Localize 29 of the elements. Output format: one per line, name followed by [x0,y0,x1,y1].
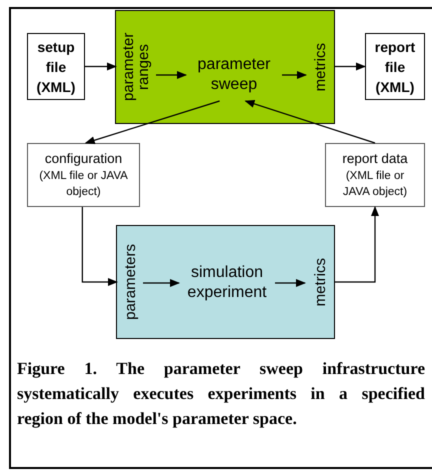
arrow [82,207,118,286]
node-title: report data [342,150,408,168]
arrow [85,62,117,70]
arrow [335,206,379,283]
port-label: metrics [306,17,334,117]
node-label: report file (XML) [374,38,416,96]
arrow [156,71,187,79]
arrow [282,71,307,79]
process-box [116,225,335,339]
arrow [275,279,306,287]
file-box [365,33,425,100]
data-box [27,143,140,207]
process-label: simulation experiment [179,263,275,303]
arrow [334,62,366,70]
node-title: configuration [44,150,122,168]
node-subtitle: (XML file or JAVA object) [38,169,129,200]
node-subtitle: (XML file or JAVA object) [342,169,408,200]
data-box [325,143,425,207]
process-box [115,10,335,124]
arrow [244,100,376,144]
port-label: parameters [117,232,143,332]
arrow [84,100,220,144]
arrow [143,279,180,287]
figure-caption: Figure 1. The parameter sweep infrastructure systematically executes experiments in a specified region of the model's parameter space. [17,358,425,430]
port-label: metrics [305,232,335,332]
process-label: parameter sweep [186,53,282,97]
port-label: parameter ranges [116,17,156,117]
node-label: setup file (XML) [36,38,76,96]
file-box [27,33,85,100]
